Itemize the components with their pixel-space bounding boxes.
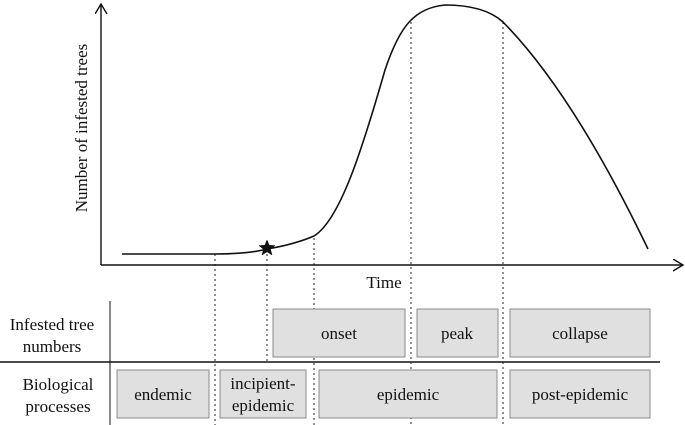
phase-label: incipient- bbox=[230, 374, 295, 393]
phase-guides bbox=[214, 22, 504, 425]
phase-box-collapse bbox=[509, 308, 651, 358]
phase-box-endemic bbox=[116, 369, 210, 419]
star-icon bbox=[258, 239, 276, 256]
phase-label: endemic bbox=[134, 385, 192, 404]
row-label-biological: processes bbox=[25, 397, 90, 416]
phase-box-incipient-epidemic bbox=[219, 369, 307, 419]
row-label-biological: Biological bbox=[23, 375, 94, 394]
row-label-infested: Infested tree bbox=[10, 315, 94, 334]
phase-label: post-epidemic bbox=[532, 385, 629, 404]
phase-box-onset bbox=[272, 308, 406, 358]
phase-label: collapse bbox=[552, 324, 608, 343]
phase-box-peak bbox=[416, 308, 499, 358]
phase-label: onset bbox=[321, 324, 357, 343]
x-axis-label: Time bbox=[366, 273, 401, 292]
phase-box-post-epidemic bbox=[509, 369, 651, 419]
y-axis-label: Number of infested trees bbox=[72, 44, 91, 213]
biological-phase-row: endemic incipient- epidemic epidemic pos… bbox=[116, 369, 651, 419]
phase-box-epidemic bbox=[318, 369, 498, 419]
phase-label: epidemic bbox=[232, 396, 295, 415]
infested-phase-row: onset peak collapse bbox=[272, 308, 651, 358]
phase-label: peak bbox=[441, 324, 474, 343]
infestation-curve bbox=[122, 4, 649, 255]
row-label-infested: numbers bbox=[23, 337, 82, 356]
phase-label: epidemic bbox=[377, 385, 440, 404]
